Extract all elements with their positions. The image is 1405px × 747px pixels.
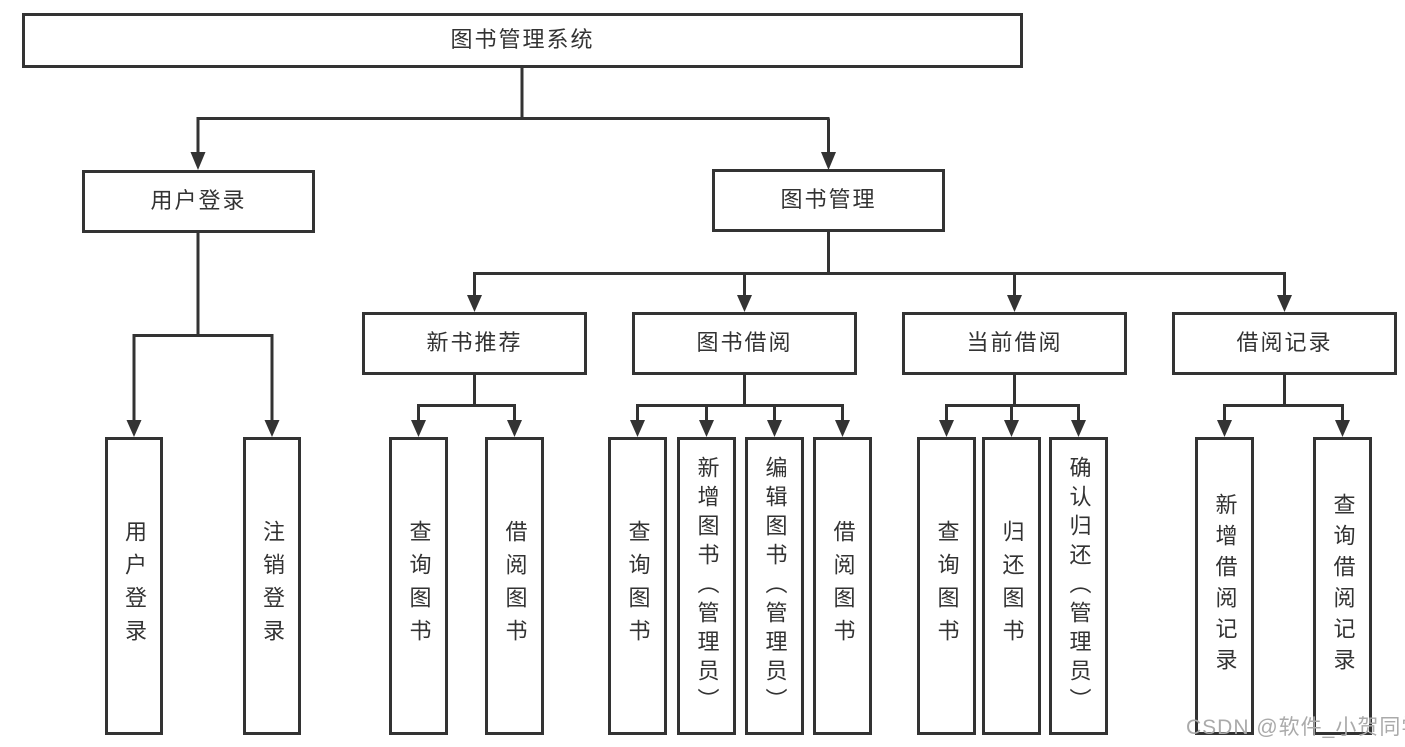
leaf-label: 查询图书 xyxy=(625,520,651,652)
node-leaf-query-book-2: 查询图书 xyxy=(608,437,667,735)
node-leaf-query-book-1: 查询图书 xyxy=(389,437,448,735)
leaf-label: 查询图书 xyxy=(406,520,432,652)
leaf-label: 编辑图书（管理员） xyxy=(762,455,788,717)
node-current-borrow: 当前借阅 xyxy=(902,312,1127,375)
leaf-label: 查询图书 xyxy=(934,520,960,652)
leaf-label: 借阅图书 xyxy=(830,520,856,652)
connector-arrow-userlogin-to-leaves xyxy=(126,420,280,437)
node-leaf-borrow-book-1: 借阅图书 xyxy=(485,437,544,735)
csdn-watermark: CSDN @软件_小贺同学 xyxy=(1186,716,1405,739)
node-leaf-edit-book-admin: 编辑图书（管理员） xyxy=(745,437,804,735)
node-leaf-logout: 注销登录 xyxy=(243,437,301,735)
node-book-management: 图书管理 xyxy=(712,169,945,232)
node-leaf-return-book: 归还图书 xyxy=(982,437,1041,735)
leaf-label: 新增借阅记录 xyxy=(1212,493,1238,679)
node-user-login: 用户登录 xyxy=(82,170,315,233)
node-new-book-recommend: 新书推荐 xyxy=(362,312,587,375)
node-leaf-add-book-admin: 新增图书（管理员） xyxy=(677,437,736,735)
connector-line-root-to-level2 xyxy=(196,68,830,153)
connector-arrow-bookmgmt-to-level3 xyxy=(467,295,1292,312)
connector-arrow-current-to-leaves xyxy=(939,420,1086,437)
leaf-label: 借阅图书 xyxy=(502,520,528,652)
leaf-label: 用户登录 xyxy=(122,520,147,652)
node-leaf-borrow-book-2: 借阅图书 xyxy=(813,437,872,735)
connector-arrow-newbook-to-leaves xyxy=(411,420,522,437)
node-root-system: 图书管理系统 xyxy=(22,13,1023,68)
node-leaf-query-borrow-record: 查询借阅记录 xyxy=(1313,437,1372,735)
leaf-label: 查询借阅记录 xyxy=(1330,493,1356,679)
connector-arrow-records-to-leaves xyxy=(1217,420,1350,437)
connector-arrow-root-to-level2 xyxy=(190,152,836,170)
node-leaf-confirm-return-admin: 确认归还（管理员） xyxy=(1049,437,1108,735)
connector-line-records-to-leaves xyxy=(1223,375,1344,421)
leaf-label: 归还图书 xyxy=(999,520,1025,652)
connector-line-bookmgmt-to-level3 xyxy=(473,232,1286,296)
connector-line-userlogin-to-leaves xyxy=(132,233,274,421)
connector-line-current-to-leaves xyxy=(945,375,1080,421)
node-leaf-user-login: 用户登录 xyxy=(105,437,163,735)
leaf-label: 注销登录 xyxy=(260,520,285,652)
connector-line-newbook-to-leaves xyxy=(417,375,516,421)
node-leaf-add-borrow-record: 新增借阅记录 xyxy=(1195,437,1254,735)
node-leaf-query-book-3: 查询图书 xyxy=(917,437,976,735)
node-borrow-records: 借阅记录 xyxy=(1172,312,1397,375)
node-book-borrow: 图书借阅 xyxy=(632,312,857,375)
leaf-label: 新增图书（管理员） xyxy=(694,455,720,717)
connector-arrow-borrow-to-leaves xyxy=(630,420,850,437)
connector-line-borrow-to-leaves xyxy=(636,375,844,421)
leaf-label: 确认归还（管理员） xyxy=(1066,455,1092,717)
